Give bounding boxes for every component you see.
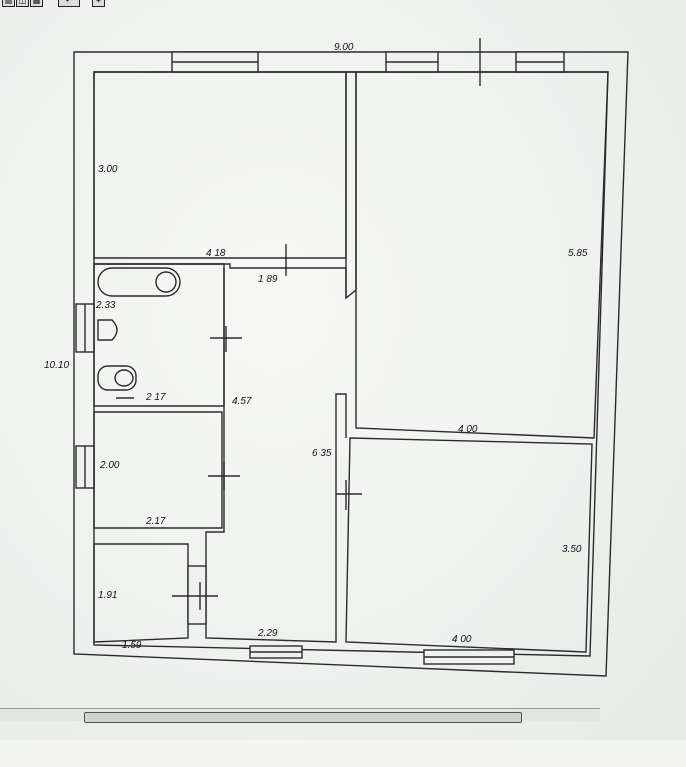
label-bedroom-br-width: 4 00 <box>452 634 472 645</box>
label-bath-height: 2.33 <box>95 300 116 311</box>
corridor-walls <box>205 268 347 643</box>
top-window-left <box>171 51 259 73</box>
label-corridor-bottom-width: 2.29 <box>257 628 278 639</box>
label-bedroom-br-height: 3.50 <box>562 544 582 555</box>
top-window-middle <box>385 51 439 73</box>
room-living <box>355 71 609 439</box>
label-bedroom-tl-width: 4 18 <box>206 248 226 259</box>
bathtub <box>97 267 181 297</box>
sink <box>97 319 118 341</box>
label-outer-width: 9.00 <box>334 42 354 53</box>
bottom-window-bedroom <box>423 649 515 665</box>
label-outer-height: 10.10 <box>44 360 69 371</box>
toolbar: ▤ ◫ ▦ ↶ ✦ <box>0 0 150 8</box>
save-icon[interactable]: ▤ <box>2 0 15 7</box>
storage-door-frame <box>187 565 207 625</box>
label-living-height: 5.85 <box>568 248 588 259</box>
label-corridor-width: 1 89 <box>258 274 278 285</box>
outer-wall-outer <box>73 51 629 677</box>
room-storage <box>93 543 189 643</box>
left-window-wc <box>75 445 95 489</box>
top-window-right <box>515 51 565 73</box>
bottom-window-corridor <box>249 645 303 659</box>
bathtub-drain <box>155 271 177 293</box>
room-bedroom-top-left <box>93 71 347 259</box>
settings-icon[interactable]: ✦ <box>92 0 105 7</box>
toilet <box>97 365 137 391</box>
label-bedroom-tl-height: 3.00 <box>98 164 118 175</box>
wall-living-left <box>345 71 357 300</box>
undo-icon[interactable]: ↶ <box>58 0 80 7</box>
label-storage-width: 1.59 <box>122 640 142 651</box>
outer-wall-inner <box>93 71 609 657</box>
label-corridor-height: 4.57 <box>232 396 252 407</box>
label-storage-height: 1.91 <box>98 590 117 601</box>
label-corridor-length: 6 35 <box>312 448 332 459</box>
label-wc-height: 2.00 <box>99 460 120 471</box>
label-wc-width: 2.17 <box>145 516 166 527</box>
folder-icon[interactable]: ◫ <box>16 0 29 7</box>
bottom-edge <box>0 740 686 767</box>
toilet-bowl <box>114 369 134 387</box>
corridor-top-wall <box>94 263 347 298</box>
horizontal-scrollbar-thumb[interactable] <box>84 712 522 723</box>
left-window-bath <box>75 303 95 353</box>
room-wc <box>93 411 223 529</box>
label-living-width: 4 00 <box>458 424 478 435</box>
print-icon[interactable]: ▦ <box>30 0 43 7</box>
label-bath-width: 2 17 <box>145 392 166 403</box>
room-bathroom <box>93 263 225 407</box>
room-bedroom-bottom-right <box>345 437 593 653</box>
